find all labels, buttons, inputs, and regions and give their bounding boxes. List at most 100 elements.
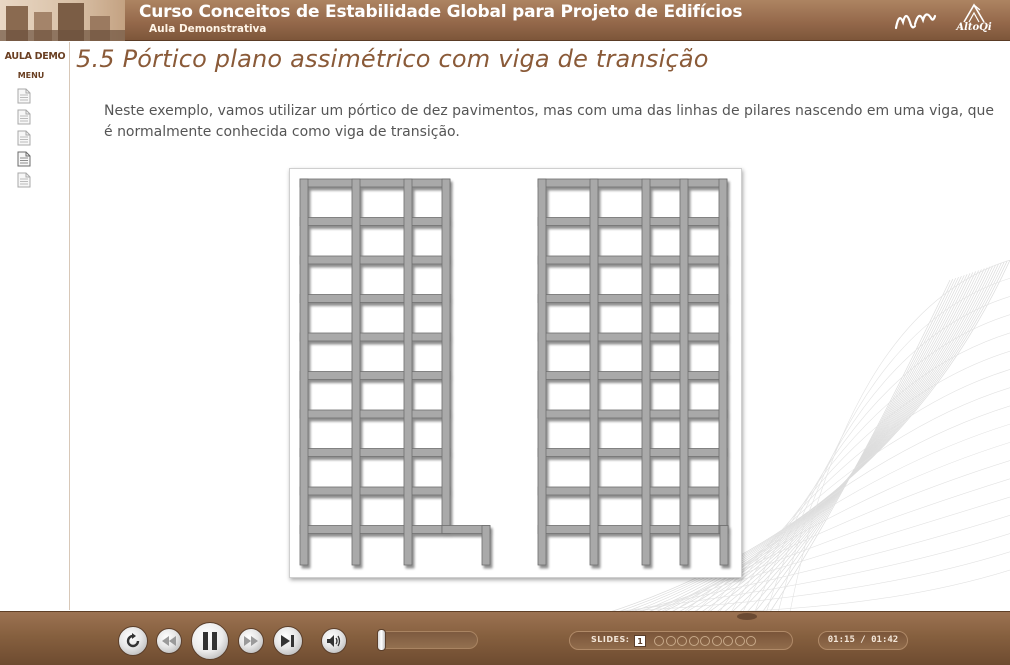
menu-label: MENU <box>17 71 45 80</box>
mesh-line <box>754 314 1010 612</box>
next-icon <box>281 635 294 647</box>
time-display: 01:15 / 01:42 <box>818 631 908 650</box>
mesh-line <box>730 350 1010 612</box>
mesh-line <box>789 260 1010 612</box>
mesh-line <box>695 405 1010 612</box>
page-icon <box>17 172 31 188</box>
menu-item-4[interactable] <box>17 151 31 167</box>
frame-figure <box>289 168 742 578</box>
fast-forward-button[interactable] <box>238 628 264 654</box>
volume-slider-handle[interactable] <box>377 629 386 651</box>
next-slide-button[interactable] <box>273 626 303 656</box>
slide-body-text: Neste exemplo, vamos utilizar um pórtico… <box>104 103 995 140</box>
menu-item-5[interactable] <box>17 172 31 188</box>
mesh-line <box>754 277 957 612</box>
time-separator: / <box>854 635 872 645</box>
transition-column <box>718 178 728 534</box>
frame-beam <box>537 371 728 380</box>
frame-beam <box>537 178 728 188</box>
frame-beam <box>299 294 451 303</box>
mesh-line <box>590 569 1010 612</box>
slide-dot[interactable] <box>746 636 756 646</box>
support-column <box>719 525 729 566</box>
frame-right-asymmetric <box>537 178 729 566</box>
mesh-line <box>601 551 1010 612</box>
fast-forward-icon <box>244 636 258 646</box>
pause-button[interactable] <box>191 622 229 660</box>
frame-column <box>537 178 547 566</box>
mesh-line <box>739 276 962 612</box>
frame-beam <box>299 178 451 188</box>
mesh-line <box>648 478 1010 612</box>
mesh-line <box>742 332 1010 612</box>
header-building-thumbnail <box>0 0 125 41</box>
altoqi-logo-icon <box>963 3 985 23</box>
mesh-line <box>731 275 965 612</box>
frame-column <box>351 178 361 566</box>
slides-label: SLIDES: <box>591 635 630 644</box>
menu-item-2[interactable] <box>17 109 31 125</box>
frame-drawing <box>299 178 729 566</box>
page-icon <box>17 130 31 146</box>
aula-demo-label: AULA DEMO <box>4 51 66 62</box>
progress-scrubber[interactable] <box>737 613 758 620</box>
volume-button[interactable] <box>321 628 347 654</box>
frame-beam <box>299 409 451 419</box>
mesh-line <box>660 460 1010 612</box>
header-bar: Curso Conceitos de Estabilidade Global p… <box>0 0 1010 41</box>
frame-beam <box>299 255 451 265</box>
frame-column <box>403 178 413 566</box>
frame-beam <box>537 409 728 419</box>
volume-icon <box>327 635 341 647</box>
slide-dot[interactable] <box>723 636 733 646</box>
slide-title: 5.5 Pórtico plano assimétrico com viga d… <box>76 45 709 73</box>
rewind-button[interactable] <box>156 628 182 654</box>
page-icon <box>17 151 31 167</box>
mesh-line <box>762 278 954 612</box>
mesh-line <box>625 515 1010 612</box>
frame-beam <box>299 448 451 457</box>
frame-beam <box>537 448 728 457</box>
mesh-line <box>777 277 1010 612</box>
course-subtitle: Aula Demonstrativa <box>149 23 267 35</box>
mn-logo-icon <box>893 4 939 36</box>
frame-beam <box>537 217 728 226</box>
time-total: 01:42 <box>871 635 899 645</box>
replay-button[interactable] <box>118 626 148 656</box>
background-mesh-decoration <box>590 260 1010 612</box>
frame-column <box>299 178 309 566</box>
frame-column <box>679 178 689 566</box>
course-title: Curso Conceitos de Estabilidade Global p… <box>139 2 743 22</box>
sidebar: AULA DEMO MENU <box>0 42 70 610</box>
slide-dot[interactable] <box>654 636 664 646</box>
frame-column <box>589 178 599 566</box>
rewind-icon <box>162 636 176 646</box>
current-slide-indicator[interactable]: 1 <box>634 635 646 647</box>
frame-beam <box>299 217 451 226</box>
frame-beam <box>299 332 451 342</box>
slides-navigator: SLIDES: 1 <box>569 631 793 650</box>
time-current: 01:15 <box>827 635 855 645</box>
frame-beam <box>537 525 728 534</box>
mesh-line <box>613 533 1010 612</box>
menu-item-3[interactable] <box>17 130 31 146</box>
frame-beam <box>537 332 728 342</box>
frame-beam <box>299 371 451 380</box>
frame-left-symmetric <box>299 178 491 566</box>
volume-slider-track[interactable] <box>377 631 478 649</box>
slide-dot[interactable] <box>711 636 722 646</box>
frame-beam <box>299 486 451 496</box>
slide-dot[interactable] <box>677 636 687 646</box>
frame-beam <box>537 255 728 265</box>
slide-dot[interactable] <box>734 636 745 646</box>
pause-icon <box>203 632 217 650</box>
frame-beam <box>299 525 451 534</box>
transition-column <box>441 178 451 534</box>
menu-item-1[interactable] <box>17 88 31 104</box>
slide-dot[interactable] <box>665 636 676 646</box>
slide-dot[interactable] <box>700 636 710 646</box>
slide-dot[interactable] <box>688 636 699 646</box>
frame-column <box>641 178 651 566</box>
replay-icon <box>126 633 140 648</box>
page-icon <box>17 88 31 104</box>
